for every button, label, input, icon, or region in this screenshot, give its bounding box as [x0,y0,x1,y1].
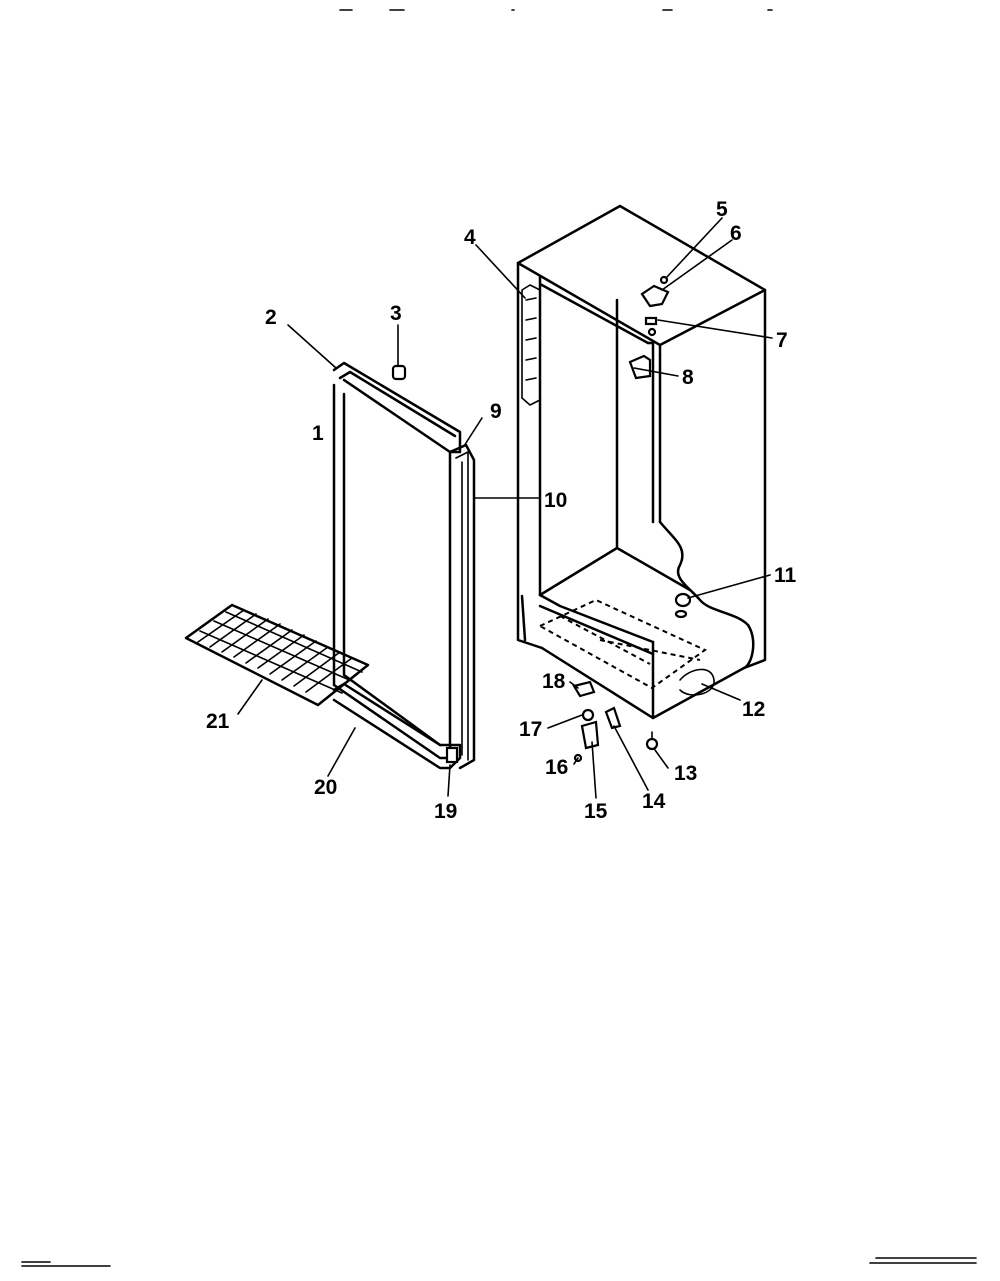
part-11-leveler [674,592,692,619]
callout-13: 13 [674,762,697,785]
leader-lines [237,217,773,799]
callout-9: 9 [490,400,502,423]
callout-1: 1 [312,422,324,445]
part-4-cabinet-liner-strip [521,284,541,406]
callout-16: 16 [545,756,568,779]
callout-6: 6 [730,222,742,245]
callout-21: 21 [206,710,230,733]
callout-17: 17 [519,718,542,741]
callout-7: 7 [776,329,788,352]
callout-14: 14 [642,790,666,813]
callout-15: 15 [584,800,608,823]
callout-2: 2 [265,306,277,329]
part-21-wire-shelf [184,603,370,707]
callout-20: 20 [314,776,337,799]
callout-12: 12 [742,698,765,721]
footer-marks [21,1257,977,1267]
callout-11: 11 [774,564,797,587]
callout-4: 4 [464,226,476,249]
part-5-6-7-top-hinge [640,275,670,337]
callout-8: 8 [682,366,694,389]
callout-18: 18 [542,670,566,693]
callout-3: 3 [390,302,402,325]
part-8-bracket [628,354,652,380]
callout-5: 5 [716,198,728,221]
cabinet [516,204,767,720]
callout-labels: 1 2 3 4 5 6 7 8 9 10 11 12 13 14 15 16 1… [206,198,797,823]
door-assembly [332,361,476,770]
callout-19: 19 [434,800,457,823]
callout-10: 10 [544,489,567,512]
